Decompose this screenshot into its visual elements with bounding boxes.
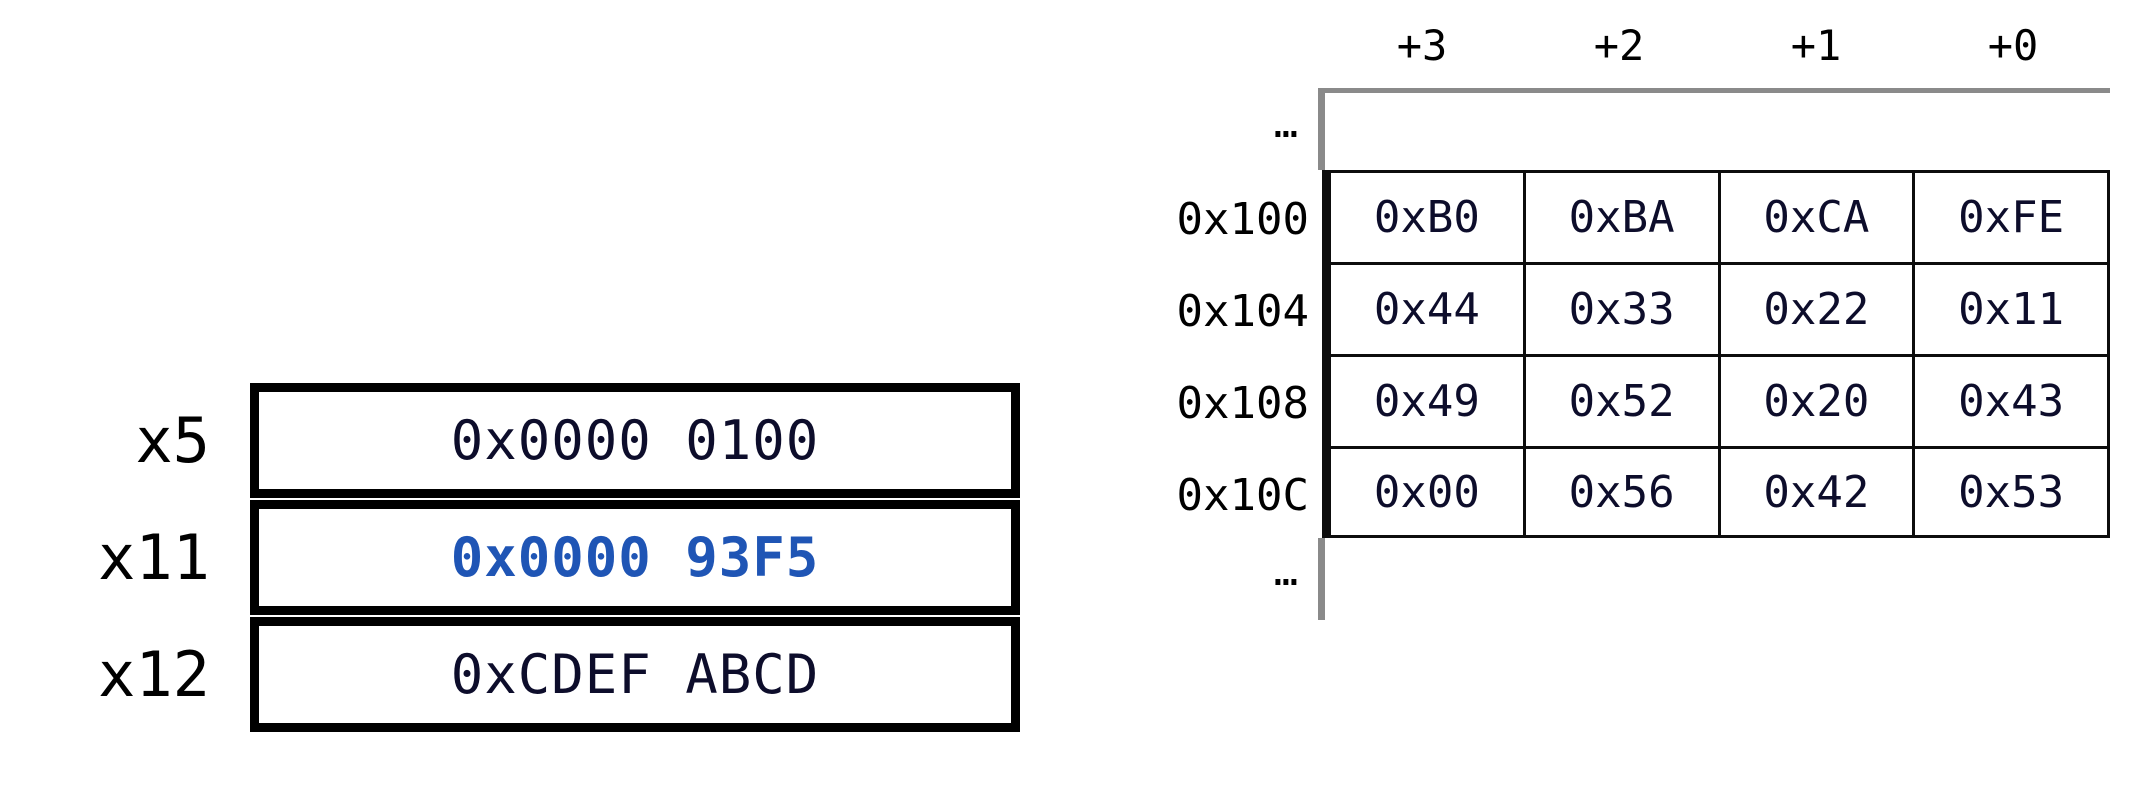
memory-table: +3 +2 +1 +0 … … 0x100 0xB0 0xBA 0xCA 0xF… (1078, 0, 2156, 793)
register-value-box-x5[interactable]: 0x0000 0100 (250, 383, 1020, 498)
memory-cell[interactable]: 0x52 (1525, 357, 1721, 446)
register-row: x11 0x0000 93F5 (0, 500, 1078, 615)
register-label-x11: x11 (98, 521, 210, 594)
memory-cell[interactable]: 0xFE (1915, 173, 2110, 262)
memory-cell[interactable]: 0x20 (1720, 357, 1916, 446)
memory-cell[interactable]: 0x53 (1915, 449, 2110, 535)
row-address-0x10C: 0x10C (1176, 469, 1309, 521)
column-header-plus0: +0 (1987, 20, 2039, 70)
memory-grid: 0x100 0xB0 0xBA 0xCA 0xFE 0x104 0x44 0x3… (1177, 170, 2110, 538)
column-header-plus2: +2 (1593, 20, 1645, 70)
memory-cell[interactable]: 0x42 (1720, 449, 1916, 535)
memory-cell[interactable]: 0xB0 (1331, 173, 1526, 262)
row-address-0x108: 0x108 (1176, 377, 1309, 429)
register-row: x12 0xCDEF ABCD (0, 617, 1078, 732)
memory-top-rail (1322, 88, 2110, 93)
table-row: 0x100 0xB0 0xBA 0xCA 0xFE (1177, 170, 2110, 262)
register-value-box-x12[interactable]: 0xCDEF ABCD (250, 617, 1020, 732)
memory-cell[interactable]: 0x33 (1525, 265, 1721, 354)
row-address-0x100: 0x100 (1176, 193, 1309, 245)
memory-cell[interactable]: 0x56 (1525, 449, 1721, 535)
register-value-x11: 0x0000 93F5 (450, 526, 820, 589)
register-value-box-x11[interactable]: 0x0000 93F5 (250, 500, 1020, 615)
memory-cell[interactable]: 0x49 (1331, 357, 1526, 446)
ellipsis-above: … (1273, 101, 1298, 147)
memory-cell[interactable]: 0x43 (1915, 357, 2110, 446)
ellipsis-below: … (1273, 549, 1298, 595)
register-file: x5 0x0000 0100 x11 0x0000 93F5 x12 0xCDE… (0, 383, 1078, 732)
memory-cell[interactable]: 0x11 (1915, 265, 2110, 354)
table-row: 0x10C 0x00 0x56 0x42 0x53 (1177, 446, 2110, 538)
memory-cell[interactable]: 0xBA (1525, 173, 1721, 262)
register-label-x5: x5 (135, 404, 210, 477)
row-address-0x104: 0x104 (1176, 285, 1309, 337)
register-row: x5 0x0000 0100 (0, 383, 1078, 498)
memory-cell[interactable]: 0x22 (1720, 265, 1916, 354)
register-value-x5: 0x0000 0100 (450, 409, 820, 472)
memory-top-rail-vertical (1318, 88, 1325, 170)
register-label-x12: x12 (98, 638, 210, 711)
memory-bottom-rail-vertical (1318, 538, 1325, 620)
column-header-plus3: +3 (1396, 20, 1448, 70)
table-row: 0x108 0x49 0x52 0x20 0x43 (1177, 354, 2110, 446)
memory-cell[interactable]: 0x00 (1331, 449, 1526, 535)
memory-cell[interactable]: 0x44 (1331, 265, 1526, 354)
register-value-x12: 0xCDEF ABCD (450, 643, 820, 706)
memory-cell[interactable]: 0xCA (1720, 173, 1916, 262)
column-header-plus1: +1 (1790, 20, 1842, 70)
table-row: 0x104 0x44 0x33 0x22 0x11 (1177, 262, 2110, 354)
